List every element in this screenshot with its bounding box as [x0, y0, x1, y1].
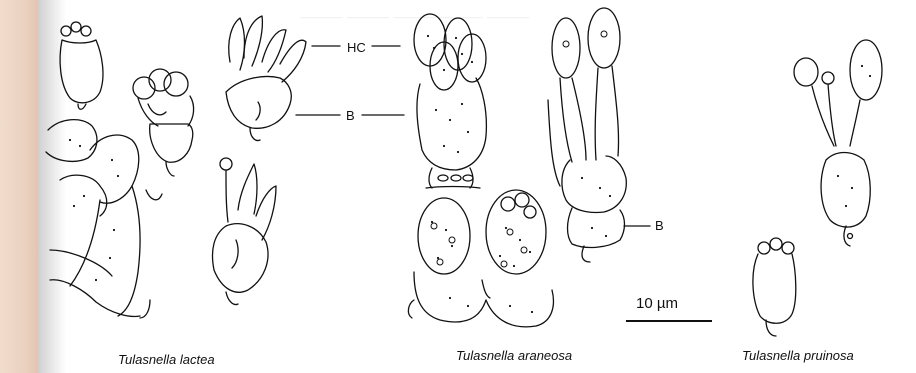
scale-bar-label: 10 µm [636, 295, 678, 312]
caption-araneosa: Tulasnella araneosa [456, 348, 572, 363]
caption-lactea: Tulasnella lactea [118, 352, 215, 367]
b-label-upper: B [346, 108, 355, 123]
b-label-lower: B [655, 218, 664, 233]
lactea-drawings [46, 22, 194, 318]
araneosa-drawings [213, 8, 651, 327]
scale-bar [626, 320, 712, 322]
hc-label: HC [347, 40, 366, 55]
pruinosa-drawings [753, 40, 882, 336]
caption-pruinosa: Tulasnella pruinosa [742, 348, 854, 363]
